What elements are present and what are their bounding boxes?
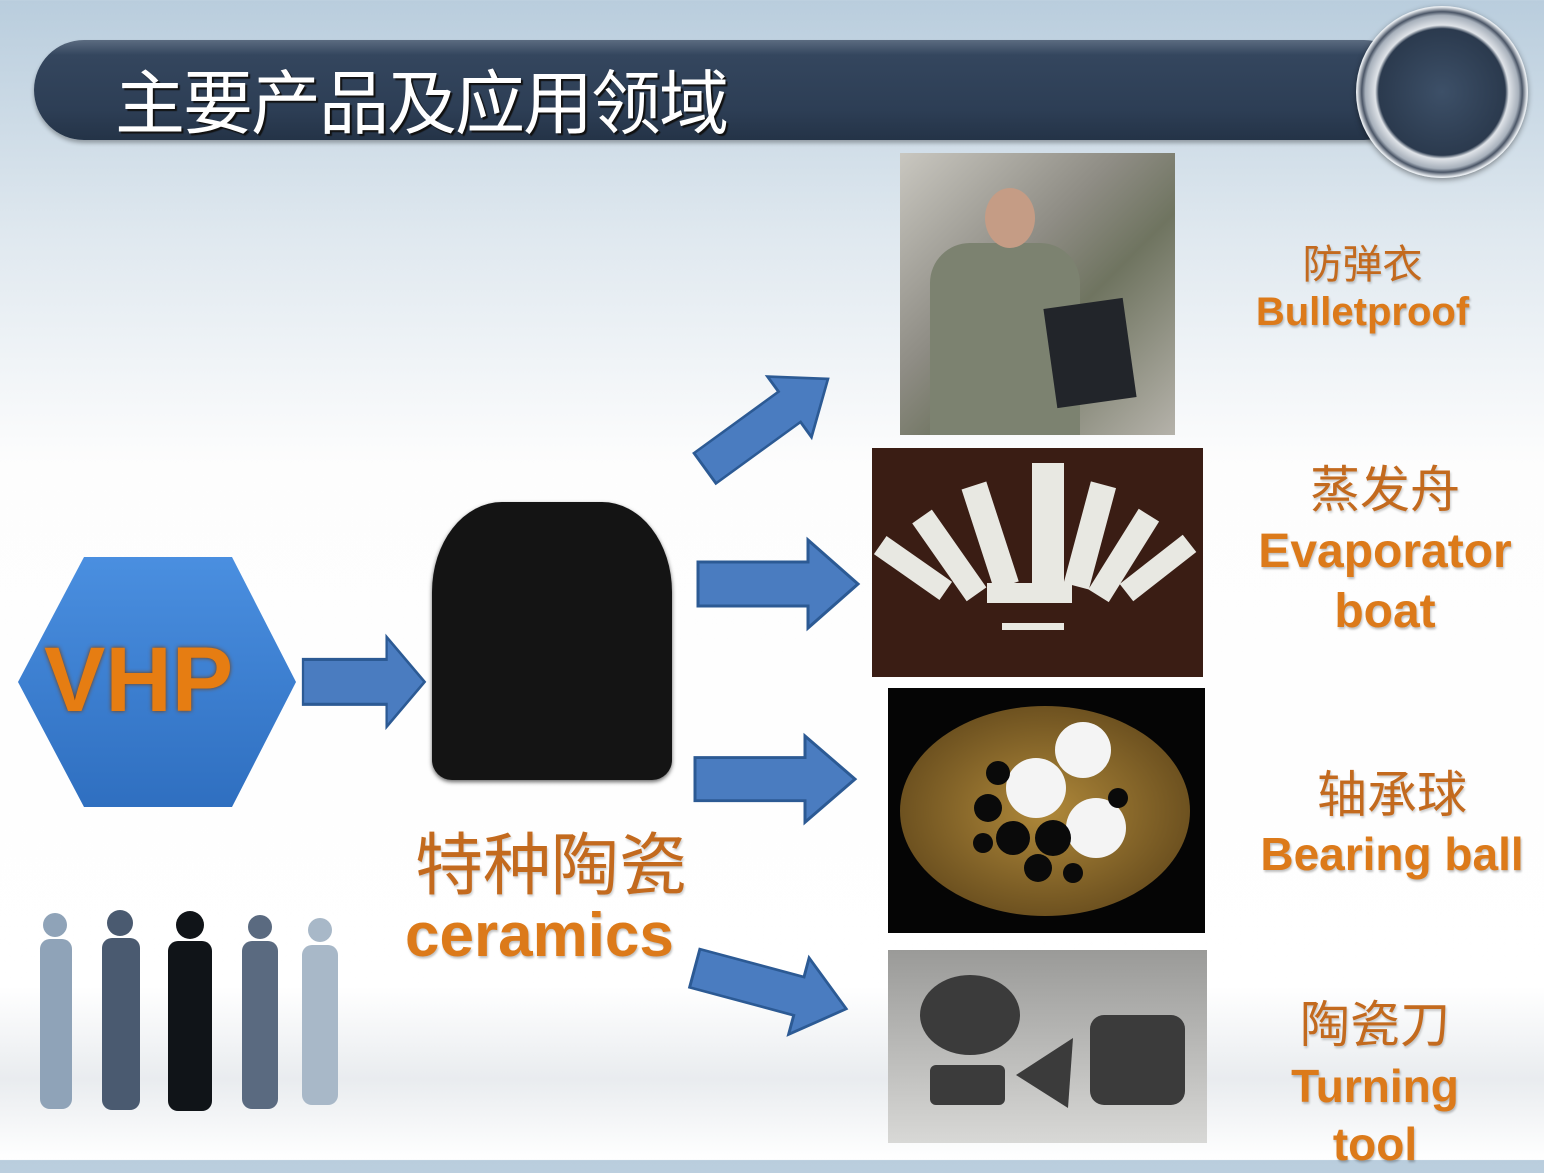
application-evaporator-boat: 蒸发舟 Evaporator boat bbox=[1240, 450, 1530, 642]
application-label-en: Turning tool bbox=[1291, 1060, 1459, 1170]
evaporator-boat-image bbox=[872, 448, 1203, 677]
application-label-cn: 陶瓷刀 bbox=[1300, 996, 1450, 1054]
slide-title: 主要产品及应用领域 bbox=[115, 63, 729, 145]
title-banner bbox=[34, 40, 1414, 140]
arrow-to-bearing-ball bbox=[693, 734, 857, 824]
turning-tool-image bbox=[888, 950, 1207, 1143]
application-label-en: Bearing ball bbox=[1260, 828, 1524, 880]
bulletproof-image bbox=[900, 153, 1175, 435]
arrow-to-evaporator-boat bbox=[696, 538, 860, 630]
arrow-to-turning-tool bbox=[683, 928, 858, 1049]
product-label-cn: 特种陶瓷 bbox=[415, 827, 688, 906]
application-bulletproof: 防弹衣 Bulletproof bbox=[1230, 232, 1495, 335]
arrow-to-bulletproof bbox=[681, 347, 852, 500]
arrow-vhp-to-ceramics bbox=[301, 635, 427, 729]
people-silhouettes bbox=[40, 910, 338, 1111]
application-label-en: Evaporator boat bbox=[1258, 525, 1512, 638]
application-label-cn: 蒸发舟 bbox=[1310, 461, 1460, 519]
application-bearing-ball: 轴承球 Bearing ball bbox=[1240, 755, 1544, 881]
application-label-cn: 轴承球 bbox=[1317, 766, 1467, 824]
application-label-cn: 防弹衣 bbox=[1302, 242, 1423, 288]
vhp-label: VHP bbox=[44, 629, 234, 731]
bearing-ball-image bbox=[888, 688, 1205, 933]
vhp-hexagon bbox=[18, 557, 296, 807]
globe-icon bbox=[1356, 6, 1528, 178]
application-turning-tool: 陶瓷刀 Turning tool bbox=[1265, 985, 1485, 1173]
application-label-en: Bulletproof bbox=[1255, 290, 1470, 334]
ceramic-plate-image bbox=[432, 502, 672, 780]
product-label-en: ceramics bbox=[405, 901, 674, 970]
